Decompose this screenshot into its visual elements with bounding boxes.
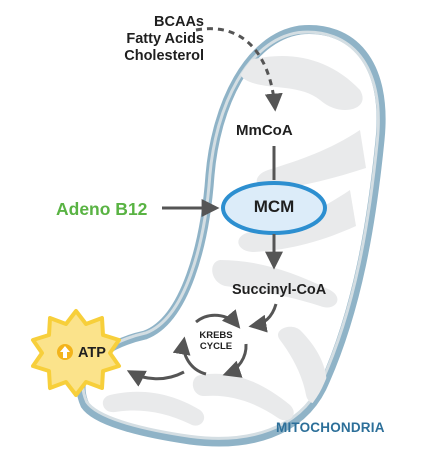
krebs-line-2: CYCLE xyxy=(199,340,233,352)
adeno-b12-label: Adeno B12 xyxy=(56,199,148,219)
krebs-atp-arrow xyxy=(126,370,185,387)
mcm-enzyme-node xyxy=(221,181,327,235)
mitochondria-label: MITOCHONDRIA xyxy=(276,420,385,435)
input-cholesterol: Cholesterol xyxy=(124,48,204,64)
mmcoa-label: MmCoA xyxy=(236,122,293,139)
inner-membrane xyxy=(81,30,380,440)
krebs-line-1: KREBS xyxy=(199,330,233,341)
inputs-arrow xyxy=(195,27,283,112)
mcm-label: MCM xyxy=(253,197,295,216)
cycle-arrows-icon xyxy=(172,309,248,378)
input-bcaas: BCAAs xyxy=(154,14,204,30)
up-arrow-circle-icon xyxy=(57,344,73,360)
input-fatty-acids: Fatty Acids xyxy=(126,31,204,47)
metabolic-inputs: BCAAs Fatty Acids Cholesterol xyxy=(96,14,204,65)
succinyl-krebs-arrow xyxy=(248,303,278,333)
atp-label: ATP xyxy=(78,345,106,361)
krebs-cycle-label: KREBS CYCLE xyxy=(190,330,242,352)
atp-star-burst xyxy=(31,309,121,397)
succinyl-coa-label: Succinyl-CoA xyxy=(232,282,327,298)
